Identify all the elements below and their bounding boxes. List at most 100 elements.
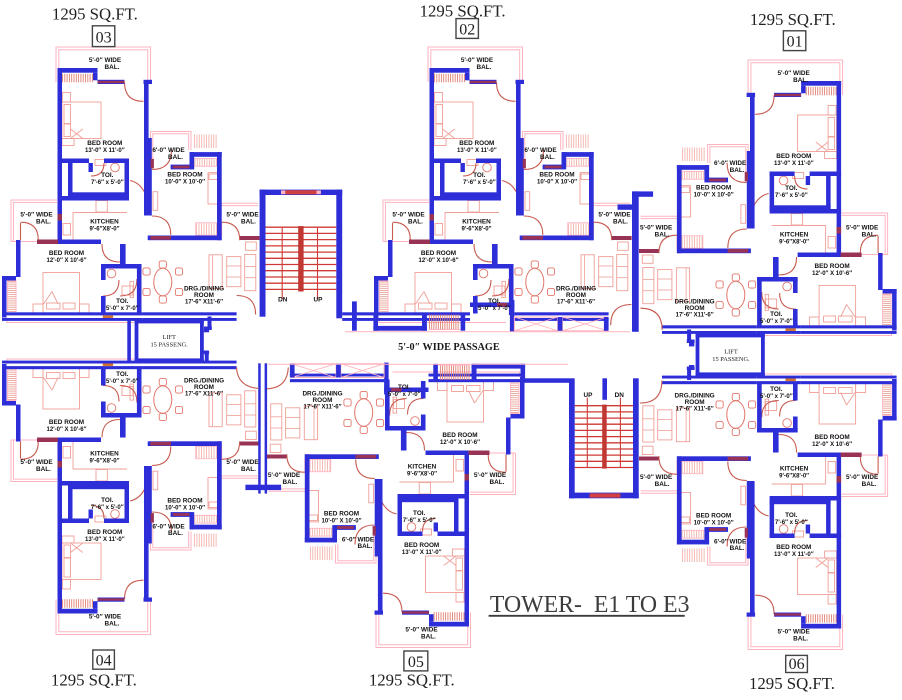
svg-text:TOI.: TOI. [116,298,129,305]
svg-text:BAL.: BAL. [241,466,256,473]
svg-text:9'-6″X8'-0″: 9'-6″X8'-0″ [407,472,437,478]
svg-text:1295 SQ.FT.: 1295 SQ.FT. [52,5,138,24]
svg-text:5'-0″ WIDE: 5'-0″ WIDE [226,459,259,466]
svg-text:5'-0″ WIDE: 5'-0″ WIDE [777,629,810,636]
svg-text:UP: UP [314,297,324,304]
svg-text:ROOM: ROOM [313,397,333,404]
svg-text:LIFT: LIFT [724,349,738,356]
svg-text:13'-0″ X 11'-0″: 13'-0″ X 11'-0″ [774,552,814,558]
svg-text:ROOM: ROOM [194,292,214,299]
svg-text:17'-6″ X11'-6″: 17'-6″ X11'-6″ [557,300,595,306]
svg-text:12'-0″ X 10'-6″: 12'-0″ X 10'-6″ [440,440,480,446]
svg-text:TOI.: TOI. [116,371,129,378]
svg-text:05: 05 [408,654,424,671]
svg-text:BAL.: BAL. [730,167,745,174]
svg-text:TOI.: TOI. [101,497,114,504]
svg-text:6'-0″ WIDE: 6'-0″ WIDE [152,523,185,530]
svg-text:BED ROOM: BED ROOM [167,498,202,505]
svg-text:15 PASSENG.: 15 PASSENG. [150,341,188,348]
svg-text:DRG./DINING: DRG./DINING [302,390,342,397]
svg-text:7'-6″ x 5'-0″: 7'-6″ x 5'-0″ [91,505,124,511]
svg-text:02: 02 [459,22,475,39]
svg-text:5'-0″ WIDE: 5'-0″ WIDE [89,614,122,621]
svg-text:BED ROOM: BED ROOM [87,529,122,536]
svg-text:06: 06 [789,656,805,673]
svg-text:6'-0″ WIDE: 6'-0″ WIDE [152,147,185,154]
svg-text:1295 SQ.FT.: 1295 SQ.FT. [51,671,137,690]
svg-text:12'-0″ X 10'-6″: 12'-0″ X 10'-6″ [419,258,459,264]
svg-text:6'-0″ WIDE: 6'-0″ WIDE [714,538,747,545]
svg-text:LIFT: LIFT [162,334,176,341]
svg-text:BED ROOM: BED ROOM [49,250,84,257]
svg-text:5'-0″ WIDE: 5'-0″ WIDE [474,472,507,479]
svg-text:5'-0″ WIDE: 5'-0″ WIDE [846,225,879,232]
svg-text:BAL.: BAL. [408,218,423,225]
svg-text:ROOM: ROOM [685,399,705,406]
svg-text:DRG./DINING: DRG./DINING [675,392,715,399]
svg-text:13'-0″ X 11'-0″: 13'-0″ X 11'-0″ [85,148,125,154]
svg-text:BAL.: BAL. [358,543,373,550]
svg-text:7'-6″ x 5'-0″: 7'-6″ x 5'-0″ [403,518,436,524]
svg-text:10'-0″ X 10'-0″: 10'-0″ X 10'-0″ [322,519,362,525]
svg-text:12'-0″ X 10'-6″: 12'-0″ X 10'-6″ [47,427,87,433]
svg-text:TOI.: TOI. [413,510,426,517]
svg-text:5'-0″ WIDE: 5'-0″ WIDE [268,472,301,479]
svg-text:BAL.: BAL. [105,620,120,627]
svg-text:10'-0″ X 10'-0″: 10'-0″ X 10'-0″ [537,180,577,186]
svg-text:12'-0″ X 10'-6″: 12'-0″ X 10'-6″ [812,442,852,448]
svg-text:BAL.: BAL. [730,545,745,552]
svg-text:ROOM: ROOM [194,384,214,391]
svg-text:5'-0″ x 7'-0″: 5'-0″ x 7'-0″ [106,379,139,385]
svg-text:10'-0″ X 10'-0″: 10'-0″ X 10'-0″ [165,506,205,512]
svg-text:1295 SQ.FT.: 1295 SQ.FT. [420,1,506,20]
svg-text:6'-0″ WIDE: 6'-0″ WIDE [342,536,375,543]
svg-text:7'-6″ x 5'-0″: 7'-6″ x 5'-0″ [91,180,124,186]
svg-text:BAL.: BAL. [477,64,492,71]
svg-text:ROOM: ROOM [566,292,586,299]
svg-text:5'-0″ WIDE: 5'-0″ WIDE [598,212,631,219]
svg-text:BAL.: BAL. [793,77,808,84]
svg-text:17'-6″ X11'-6″: 17'-6″ X11'-6″ [676,406,714,412]
svg-text:5'-0″ WIDE: 5'-0″ WIDE [640,474,673,481]
svg-text:12'-0″ X 10'-6″: 12'-0″ X 10'-6″ [47,258,87,264]
svg-text:9'-6″X8'-0″: 9'-6″X8'-0″ [90,459,120,465]
svg-text:BAL.: BAL. [613,218,628,225]
svg-text:6'-0″ WIDE: 6'-0″ WIDE [714,160,747,167]
svg-text:BAL.: BAL. [862,481,877,488]
svg-text:BAL.: BAL. [168,530,183,537]
svg-text:DN: DN [615,392,625,399]
svg-text:5'-0″ x 7'-0″: 5'-0″ x 7'-0″ [388,392,421,398]
svg-text:KITCHEN: KITCHEN [780,232,809,239]
svg-text:DN: DN [278,297,288,304]
svg-text:13'-0″ X 11'-0″: 13'-0″ X 11'-0″ [402,550,442,556]
svg-text:1295 SQ.FT.: 1295 SQ.FT. [749,674,835,693]
svg-text:TOI.: TOI. [785,512,798,519]
svg-text:BAL.: BAL. [655,231,670,238]
svg-text:BAL.: BAL. [490,479,505,486]
svg-text:BED ROOM: BED ROOM [421,250,456,257]
svg-text:DRG./DINING: DRG./DINING [184,286,224,293]
svg-text:BAL.: BAL. [36,466,51,473]
svg-text:17'-6″ X11'-6″: 17'-6″ X11'-6″ [676,313,714,319]
svg-text:5'-0″ WIDE: 5'-0″ WIDE [640,225,673,232]
svg-text:9'-6″X8'-0″: 9'-6″X8'-0″ [462,227,492,233]
svg-text:KITCHEN: KITCHEN [462,219,491,226]
svg-text:TOI.: TOI. [770,386,783,393]
svg-text:10'-0″ X 10'-0″: 10'-0″ X 10'-0″ [165,180,205,186]
svg-text:15 PASSENG.: 15 PASSENG. [712,356,750,363]
svg-text:DRG./DINING: DRG./DINING [675,299,715,306]
svg-text:KITCHEN: KITCHEN [90,451,119,458]
svg-text:04: 04 [96,652,112,669]
svg-text:9'-6″X8'-0″: 9'-6″X8'-0″ [779,474,809,480]
svg-text:ROOM: ROOM [685,305,705,312]
svg-text:03: 03 [96,30,112,47]
svg-text:12'-0″ X 10'-6″: 12'-0″ X 10'-6″ [812,271,852,277]
svg-text:BAL.: BAL. [655,481,670,488]
svg-text:9'-6″X8'-0″: 9'-6″X8'-0″ [779,240,809,246]
svg-text:TOI.: TOI. [473,172,486,179]
svg-text:5'-0″ x 7'-0″: 5'-0″ x 7'-0″ [760,319,793,325]
svg-text:13'-0″ X 11'-0″: 13'-0″ X 11'-0″ [85,537,125,543]
svg-text:BAL.: BAL. [283,479,298,486]
svg-text:BED ROOM: BED ROOM [459,140,494,147]
svg-text:BED ROOM: BED ROOM [324,511,359,518]
